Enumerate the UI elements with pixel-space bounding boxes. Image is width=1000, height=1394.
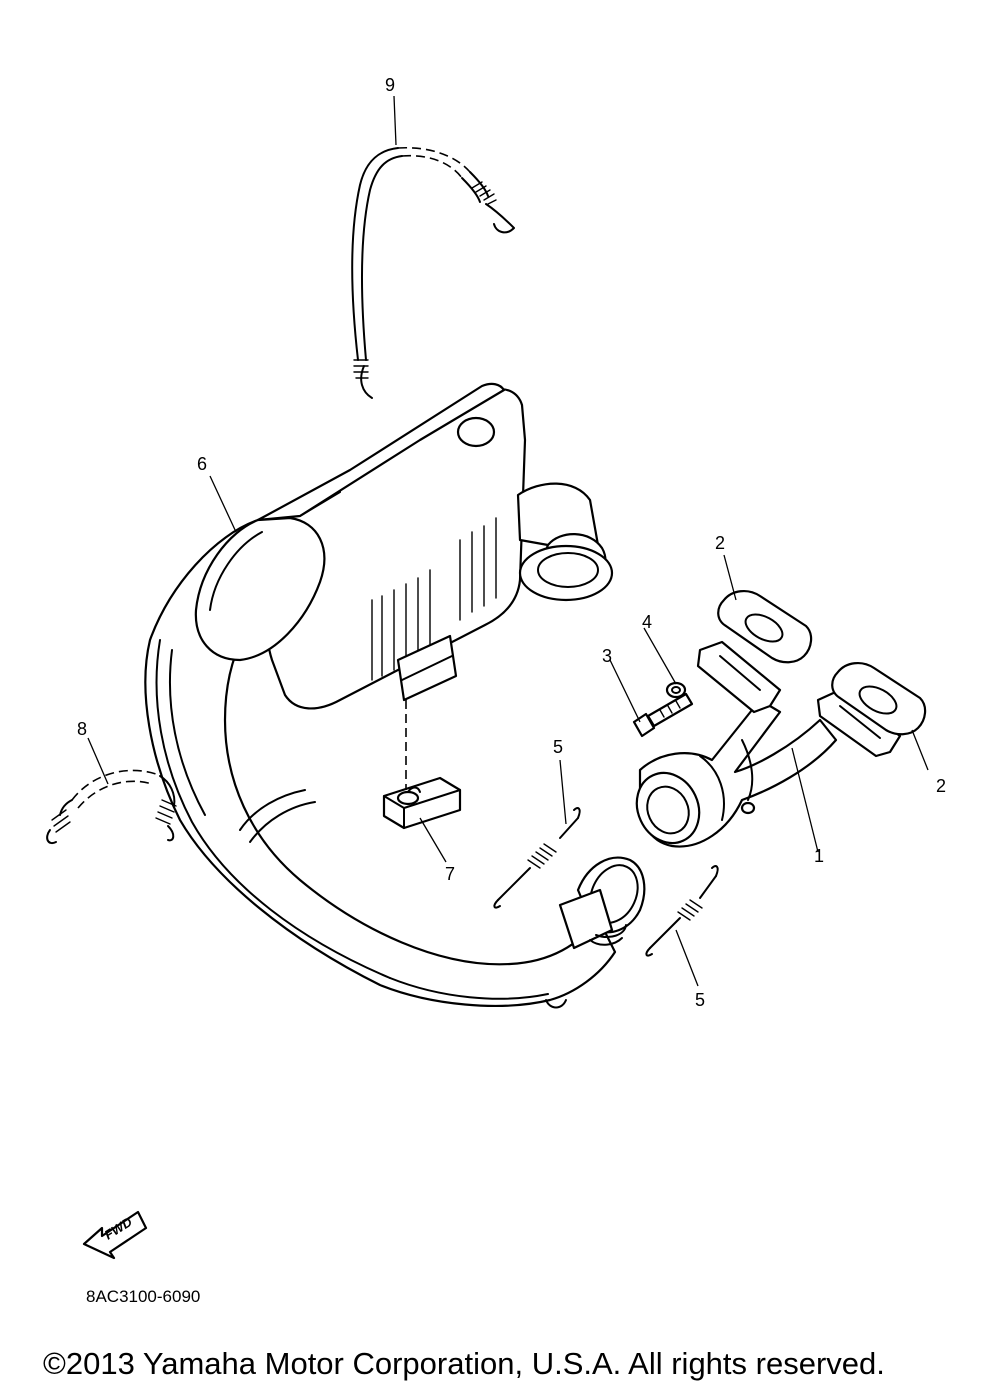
callout-1: 1 [814, 846, 824, 866]
copyright-notice: ©2013 Yamaha Motor Corporation, U.S.A. A… [43, 1346, 885, 1381]
part-5-spring-upper[interactable] [493, 807, 581, 909]
part-9-spring-bottom [353, 359, 369, 379]
fwd-arrow-icon: FWD [82, 1210, 148, 1260]
diagram-code: 8AC3100-6090 [86, 1287, 200, 1306]
part-9-hose[interactable] [351, 146, 515, 399]
part-2-gasket-left[interactable] [717, 590, 813, 664]
part-1-ypipe[interactable] [626, 640, 902, 853]
part-6-muffler[interactable] [144, 382, 646, 1009]
part-3-bolt[interactable] [632, 692, 694, 738]
callout-4: 4 [642, 612, 652, 632]
callout-3: 3 [602, 646, 612, 666]
part-4-washer[interactable] [665, 681, 687, 699]
callout-7: 7 [445, 864, 455, 884]
callout-5-lower: 5 [695, 990, 705, 1010]
callout-9: 9 [385, 75, 395, 95]
callout-2-upper: 2 [715, 533, 725, 553]
part-8-hose[interactable] [46, 769, 177, 844]
part-9-spring-top [471, 181, 497, 205]
callout-5-upper: 5 [553, 737, 563, 757]
part-7-damper[interactable] [382, 776, 462, 830]
callout-2-lower: 2 [936, 776, 946, 796]
callout-6: 6 [197, 454, 207, 474]
part-5-spring-lower[interactable] [645, 865, 719, 957]
callout-labels: 1 2 2 3 4 5 5 6 7 8 9 [77, 75, 946, 1010]
part-2-gasket-right[interactable] [831, 662, 927, 736]
callout-8: 8 [77, 719, 87, 739]
leader-lines [87, 95, 929, 987]
